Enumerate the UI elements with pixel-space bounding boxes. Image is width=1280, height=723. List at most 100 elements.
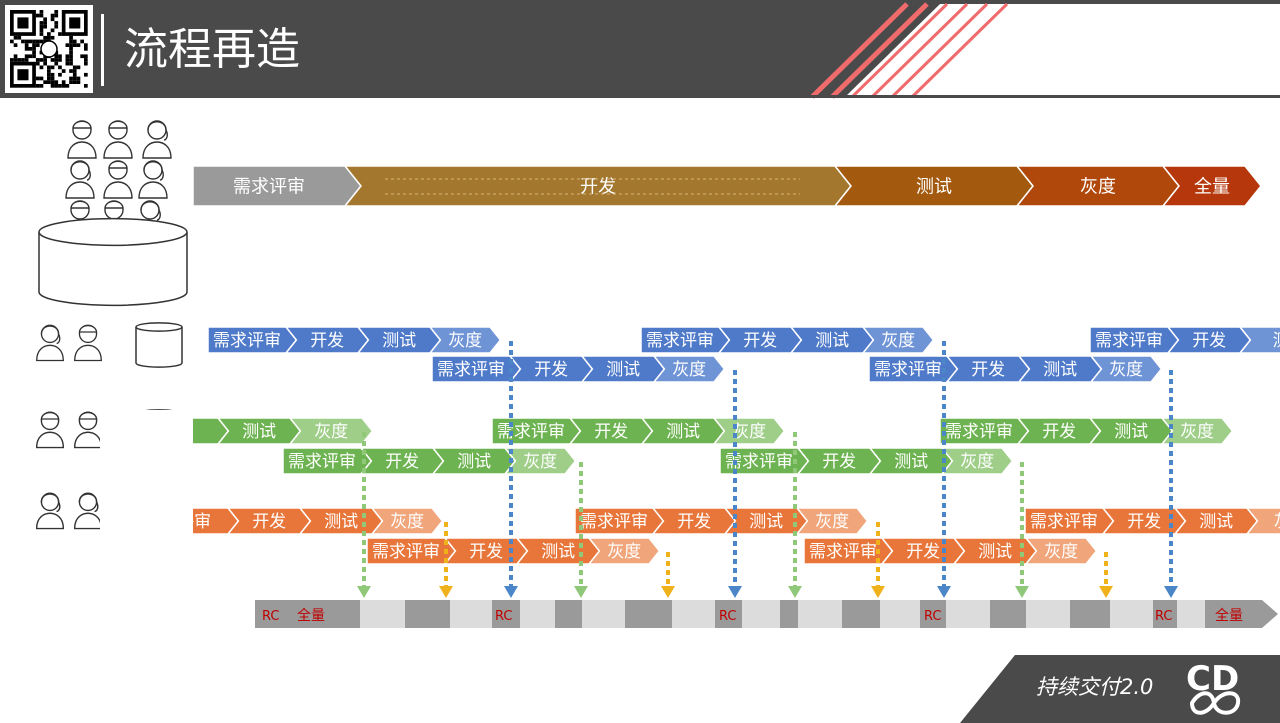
person-body bbox=[36, 344, 64, 362]
qr-module bbox=[65, 43, 70, 47]
qr-module bbox=[28, 47, 33, 51]
header-stripe bbox=[890, 2, 989, 99]
person-body bbox=[36, 512, 64, 530]
qr-module bbox=[28, 54, 33, 59]
track-label: RC bbox=[495, 609, 512, 624]
top-stage-0: 需求评审 bbox=[192, 165, 362, 207]
qr-module bbox=[72, 72, 77, 77]
qr-module bbox=[24, 54, 29, 59]
track-segment bbox=[920, 600, 946, 628]
qr-module bbox=[28, 39, 33, 44]
team-iteration: 需求评审开发测试灰度 bbox=[719, 447, 1014, 475]
qr-module bbox=[32, 39, 36, 44]
iteration-stage: 测试 bbox=[789, 326, 875, 354]
track-segment bbox=[880, 600, 920, 628]
qr-module bbox=[47, 76, 51, 81]
cylinder-top bbox=[135, 322, 183, 332]
person-body bbox=[65, 181, 95, 199]
header-stripes bbox=[0, 2, 1280, 99]
person-hair bbox=[108, 160, 128, 169]
team-iteration: 需求评审开发测试灰度 bbox=[939, 417, 1234, 445]
iteration-stage: 需求评审 bbox=[939, 417, 1030, 445]
chevron-label: 灰度 bbox=[1109, 360, 1143, 380]
track-label: RC bbox=[924, 609, 941, 624]
track-segment bbox=[1110, 600, 1153, 628]
chevron-label: 测试 bbox=[815, 331, 849, 351]
chevron-label: 灰 bbox=[1274, 512, 1280, 532]
left-mask bbox=[100, 410, 193, 550]
chevron-label: 开发 bbox=[469, 542, 503, 562]
qr-module bbox=[65, 84, 70, 88]
chevron-shape bbox=[428, 326, 502, 354]
chevron-label: 灰度 bbox=[1180, 422, 1214, 442]
chevron-label: 开发 bbox=[677, 512, 711, 532]
track-label: RC bbox=[262, 609, 279, 624]
qr-finder-core bbox=[17, 17, 29, 29]
header-underline bbox=[0, 95, 1280, 98]
qr-module bbox=[24, 43, 29, 47]
iteration-stage: 测试 bbox=[868, 447, 954, 475]
person-icon bbox=[103, 160, 133, 199]
qr-module bbox=[47, 35, 51, 40]
qr-module bbox=[13, 54, 18, 59]
qr-module bbox=[13, 35, 18, 40]
person-icon bbox=[142, 120, 172, 159]
qr-module bbox=[61, 80, 66, 84]
iteration-stage: 需求评审 bbox=[1089, 326, 1180, 354]
person-hair bbox=[78, 411, 98, 420]
track-segment bbox=[715, 600, 742, 628]
qr-module bbox=[54, 10, 59, 14]
track-segment bbox=[405, 600, 450, 628]
qr-module bbox=[58, 58, 62, 62]
qr-module bbox=[35, 84, 40, 88]
person-hair bbox=[78, 493, 99, 513]
qr-module bbox=[54, 80, 59, 84]
qr-module bbox=[58, 84, 62, 88]
qr-finder-core bbox=[69, 17, 81, 29]
chevron-label: 开发 bbox=[534, 360, 568, 380]
qr-module bbox=[35, 61, 40, 66]
track-segment bbox=[255, 600, 360, 628]
person-icon bbox=[103, 120, 133, 159]
person-body bbox=[74, 431, 102, 449]
qr-module bbox=[32, 50, 36, 55]
dotted-arrow bbox=[574, 462, 588, 598]
track-segment bbox=[1177, 600, 1205, 628]
chevron-label: 需求评审 bbox=[213, 331, 281, 351]
chevron-shape bbox=[861, 326, 935, 354]
chevron-label: 灰度 bbox=[448, 331, 482, 351]
cylinder-body bbox=[135, 327, 183, 368]
qr-module bbox=[39, 76, 44, 81]
iteration-stage: 开发 bbox=[284, 326, 370, 354]
qr-module bbox=[69, 50, 73, 55]
qr-module bbox=[24, 39, 29, 44]
arrow-head bbox=[574, 586, 588, 598]
iteration-stage: 灰度 bbox=[1160, 417, 1234, 445]
chevron-label: 灰度 bbox=[732, 422, 766, 442]
person-body bbox=[138, 181, 168, 199]
qr-module bbox=[50, 65, 55, 70]
qr-module bbox=[47, 65, 51, 70]
iteration-stage: 测试 bbox=[952, 537, 1038, 565]
qr-module bbox=[32, 47, 36, 51]
chevron-label: 测试 bbox=[916, 176, 952, 197]
qr-module bbox=[43, 80, 47, 84]
chevron-label: 需求评审 bbox=[580, 512, 648, 532]
person-hair bbox=[70, 200, 90, 209]
dotted-arrow bbox=[788, 432, 802, 598]
qr-module bbox=[61, 84, 66, 88]
chevron-label: 需求评审 bbox=[945, 422, 1013, 442]
iteration-stage: 测试 bbox=[298, 507, 384, 535]
chevron-label: 灰度 bbox=[672, 360, 706, 380]
iteration-stage: 灰度 bbox=[712, 417, 786, 445]
track-segment bbox=[360, 600, 405, 628]
dotted-arrow bbox=[1015, 462, 1029, 598]
team-iteration: 需求评审开发测试灰度 bbox=[366, 537, 661, 565]
qr-module bbox=[24, 58, 29, 62]
track-label: 全量 bbox=[1215, 607, 1243, 624]
merge-arrows bbox=[357, 341, 1178, 598]
chevron-label: 开发 bbox=[594, 422, 628, 442]
qr-module bbox=[47, 80, 51, 84]
top-stage-1: 开发 bbox=[343, 165, 852, 207]
